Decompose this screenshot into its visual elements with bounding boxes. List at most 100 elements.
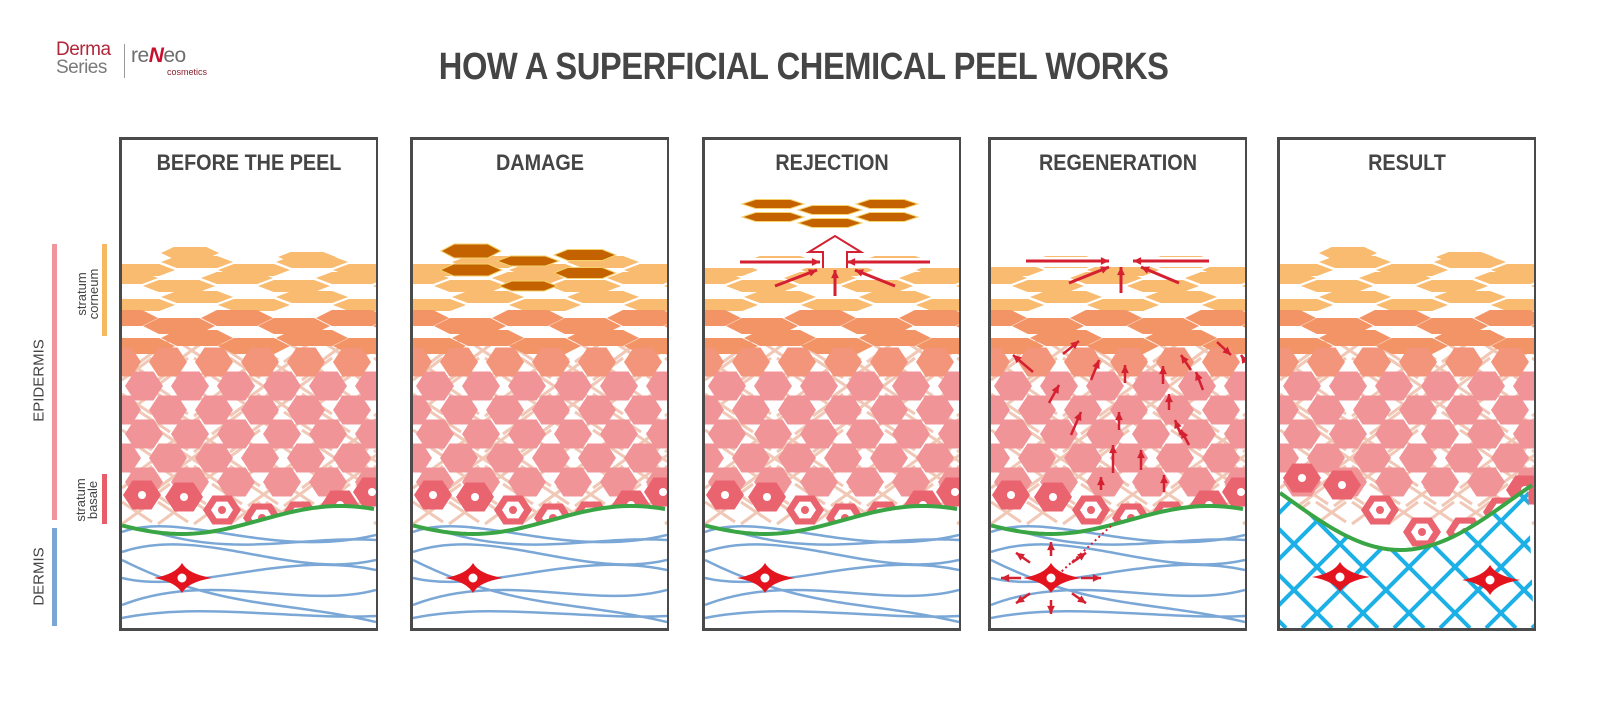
collagen-fiber — [705, 563, 959, 584]
basal-cell-nucleus — [801, 506, 809, 514]
spinous-cell — [1280, 443, 1299, 473]
basal-cell — [936, 477, 959, 507]
basal-cell-nucleus — [368, 488, 376, 496]
fibroblast-signal-arrow-0-head — [1001, 574, 1010, 582]
spinous-cell — [1513, 419, 1534, 449]
basal-cell-nucleus — [1338, 481, 1346, 489]
spinous-cell — [1329, 371, 1367, 401]
regeneration-arrow-15-head — [1181, 430, 1189, 439]
spinous-cell — [1399, 443, 1437, 473]
dermis-label: DERMIS — [30, 547, 48, 606]
spinous-cell — [1224, 419, 1245, 449]
stratum-corneum-cell — [1202, 299, 1245, 311]
collagen-fiber — [991, 563, 1245, 584]
stratum-corneum-cell — [1416, 280, 1488, 292]
panel-rejection: REJECTION — [702, 137, 961, 631]
basal-cell-nucleus — [1298, 474, 1306, 482]
stratum-corneum-cell — [744, 330, 816, 346]
stratum-corneum-cell — [1280, 299, 1333, 311]
spinous-cell — [778, 347, 816, 377]
stratum-corneum-cell — [161, 330, 233, 346]
spinous-cell — [1064, 395, 1102, 425]
arrow-in-right-head — [847, 258, 856, 266]
spinous-cell — [600, 467, 638, 497]
stratum-corneum-cell — [1280, 310, 1316, 326]
keratinocyte-layer — [1280, 247, 1534, 547]
spinous-cell — [486, 395, 524, 425]
stratum-corneum-cell — [1242, 284, 1245, 288]
spinous-cell — [1132, 419, 1170, 449]
arrow-diag-right-head — [1141, 266, 1150, 274]
stratum-corneum-cell — [1185, 272, 1245, 284]
spinous-cell — [1202, 395, 1240, 425]
basal-cell — [1222, 477, 1245, 507]
basal-cell-nucleus — [763, 493, 771, 501]
spinous-cell — [994, 419, 1032, 449]
stratum-corneum-cell — [607, 272, 667, 284]
stratum-corneum-cell — [899, 310, 959, 326]
spinous-cell — [646, 371, 667, 401]
stratum-basale-label-line2: basale — [85, 480, 100, 520]
logo-divider — [124, 44, 125, 78]
arrow-diag-right-head — [855, 269, 864, 277]
fibroblast-nucleus — [1485, 575, 1495, 585]
basal-cell — [353, 477, 376, 507]
stratum-corneum-cell — [413, 272, 449, 284]
stratum-corneum-cell — [1531, 324, 1534, 328]
stratum-corneum-cell — [801, 338, 873, 354]
regeneration-arrow-7-head — [1195, 372, 1203, 381]
fibroblast-signal-arrow-5-head — [1077, 552, 1086, 561]
stratum-corneum-cell — [492, 272, 564, 284]
spinous-cell — [846, 467, 884, 497]
spinous-cell — [1375, 371, 1413, 401]
stratum-corneum-cell — [492, 310, 564, 326]
damaged-cell — [552, 267, 618, 279]
spinous-cell — [916, 443, 954, 473]
spinous-cell — [1280, 395, 1299, 425]
basal-cell-nucleus — [1087, 506, 1095, 514]
spinous-cell — [217, 467, 255, 497]
stratum-corneum-cell — [705, 272, 741, 284]
stratum-corneum-cell — [1242, 324, 1245, 328]
collagen-fiber — [122, 558, 376, 624]
stratum-corneum-cell — [991, 310, 1027, 326]
stratum-corneum-cell — [122, 299, 175, 311]
basal-cell-nucleus — [429, 491, 437, 499]
basal-cell-nucleus — [951, 488, 959, 496]
stratum-corneum-cell — [899, 272, 959, 284]
spinous-cell — [355, 371, 376, 401]
stratum-corneum-cell — [258, 280, 330, 292]
stratum-corneum-cell — [413, 310, 449, 326]
cell-junction — [1297, 482, 1329, 508]
basal-cell-nucleus — [180, 493, 188, 501]
stratum-corneum-cell — [624, 299, 667, 311]
stratum-corneum-cell — [859, 291, 931, 303]
stratum-basale-label: stratum basale — [73, 474, 100, 526]
arrow-up-center-head — [831, 270, 839, 279]
cell-junction — [1441, 482, 1473, 508]
shed-cell — [796, 205, 864, 215]
stratum-corneum-top-cell — [1319, 247, 1377, 259]
spinous-cell — [309, 419, 347, 449]
stratum-corneum-cell — [1531, 284, 1534, 288]
spinous-cell — [600, 371, 638, 401]
spinous-cell — [1064, 443, 1102, 473]
basal-cell-nucleus — [1237, 488, 1245, 496]
fibroblast-signal-arrow-7-head — [1077, 595, 1086, 604]
spinous-cell — [578, 347, 616, 377]
fibroblast-signal-arrow-6-head — [1016, 595, 1025, 604]
regeneration-arrow-16-head — [1097, 477, 1105, 486]
basement-membrane — [122, 504, 375, 536]
collagen-fiber — [122, 543, 376, 566]
stratum-corneum-cell — [1087, 338, 1159, 354]
spinous-cell — [778, 395, 816, 425]
spinous-cell — [892, 371, 930, 401]
stratum-corneum-cell — [1376, 299, 1448, 311]
stratum-corneum-cell — [413, 299, 466, 311]
spinous-cell — [705, 395, 724, 425]
stratum-corneum-cell — [1087, 299, 1159, 311]
stratum-corneum-cell — [1280, 272, 1316, 284]
collagen-fiber — [432, 526, 667, 546]
basement-membrane — [413, 504, 666, 536]
panel-title: DAMAGE — [495, 150, 585, 175]
